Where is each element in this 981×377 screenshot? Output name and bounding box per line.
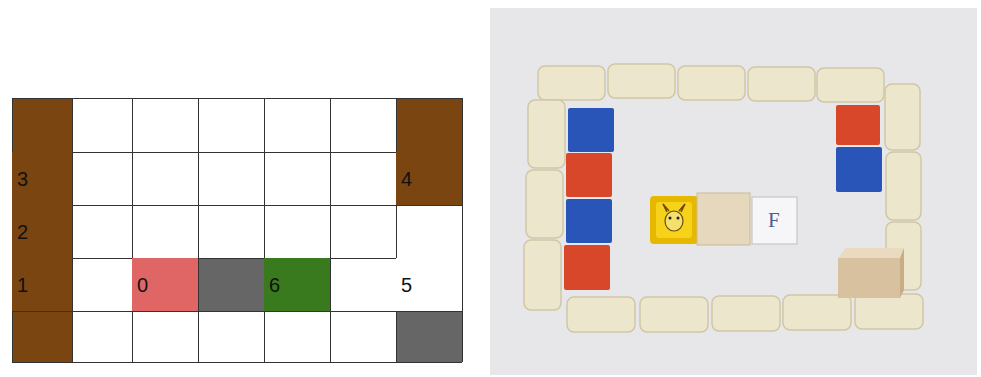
photo — [490, 8, 977, 375]
grid-cells — [12, 98, 462, 362]
pikachu-tile — [650, 196, 698, 244]
wall-cell — [12, 311, 72, 362]
wood-block — [697, 193, 750, 245]
wall-cell — [12, 98, 72, 152]
cell-number: 0 — [137, 275, 148, 295]
card-letter: F — [768, 210, 780, 231]
cell-number: 1 — [17, 275, 28, 295]
grid-cell: 5 — [396, 258, 462, 311]
wood-cube — [838, 248, 904, 298]
cell-number: 6 — [269, 275, 280, 295]
obstacle-cell — [396, 311, 462, 362]
wall-cell: 4 — [396, 152, 462, 205]
cell-number: 5 — [401, 275, 412, 295]
cell-number: 4 — [401, 169, 412, 189]
wall-cell: 3 — [12, 152, 72, 205]
cell-number: 3 — [17, 169, 28, 189]
obstacle-cell — [198, 258, 264, 311]
wall-cell — [396, 98, 462, 152]
cell-number: 2 — [17, 222, 28, 242]
goal-cell: 6 — [264, 258, 330, 311]
wall-cell: 2 — [12, 205, 72, 258]
photo-ground — [490, 8, 977, 375]
colored-tiles — [564, 105, 882, 290]
wall-cell: 1 — [12, 258, 72, 311]
start-cell: 0 — [132, 258, 198, 311]
domino-border — [524, 64, 923, 332]
letter-card — [752, 197, 797, 244]
